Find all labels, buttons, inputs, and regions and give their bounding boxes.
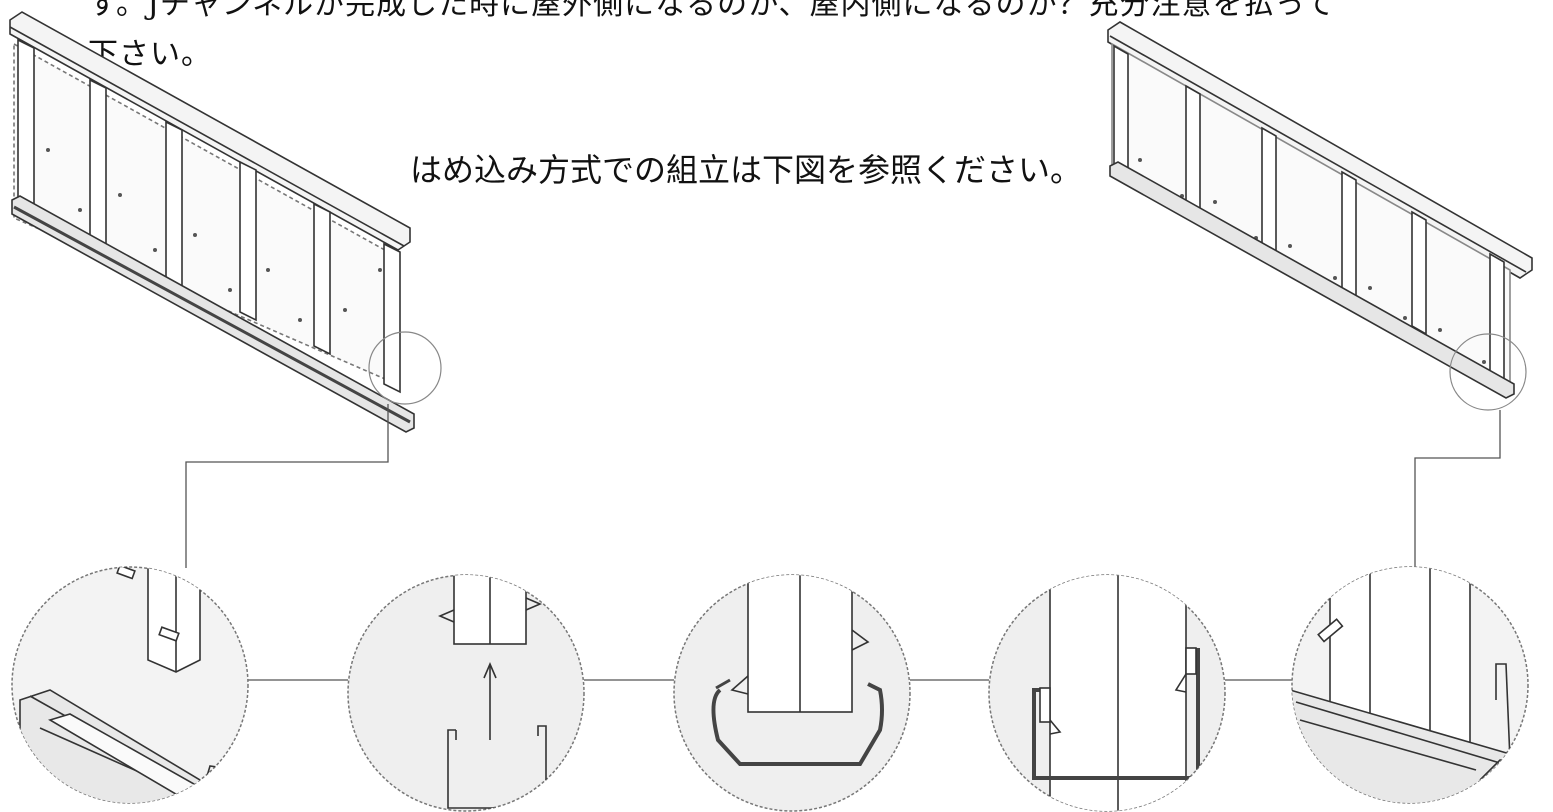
- right-detail-circle: [1449, 333, 1527, 411]
- detail-circle-3: [673, 574, 911, 812]
- intro-text: す。Jチャンネルが完成した時に屋外側になるのか、屋内側になるのか？充分注意を払っ…: [88, 0, 1335, 80]
- assembly-caption: はめ込み方式での組立は下図を参照ください。: [410, 151, 1083, 189]
- detail-circle-4: [988, 574, 1226, 812]
- detail-circle-2: [347, 574, 585, 812]
- right-leader-line: [1414, 410, 1501, 568]
- right-top-rail: [1107, 21, 1533, 279]
- left-detail-circle: [368, 331, 442, 405]
- left-top-rail: [9, 11, 411, 251]
- detail-circle-1: [11, 566, 249, 804]
- left-wall-panel: [9, 11, 442, 433]
- left-screws: [46, 148, 382, 322]
- intro-line-1: す。Jチャンネルが完成した時に屋外側になるのか、屋内側になるのか？充分注意を払っ…: [88, 0, 1336, 22]
- detail-circle-5: [1291, 566, 1529, 804]
- right-bottom-channel: [1109, 161, 1515, 399]
- left-studs: [17, 38, 401, 394]
- arrow-up-icon: [483, 661, 497, 740]
- left-leader-line: [185, 404, 389, 568]
- right-wall-panel: [1107, 21, 1533, 411]
